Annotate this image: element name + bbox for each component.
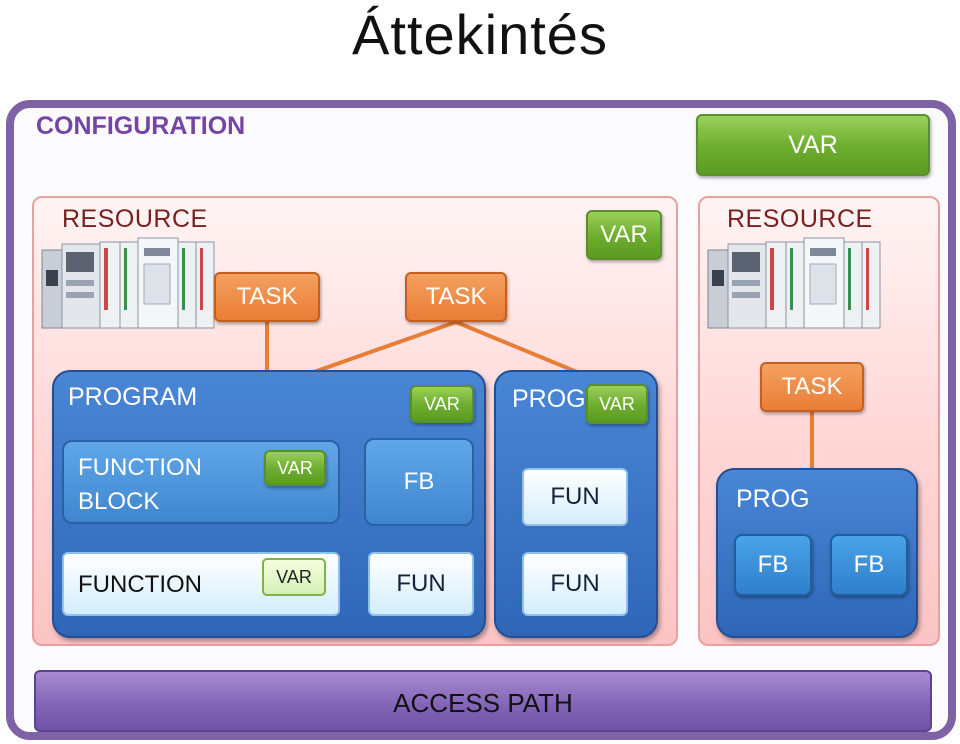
resource-right-label: RESOURCE	[727, 205, 873, 233]
prog-fun-box-1[interactable]: FUN	[522, 468, 628, 526]
fb-block[interactable]: FB	[364, 438, 474, 526]
prog-var-button[interactable]: VAR	[586, 384, 648, 424]
plc-hardware-icon-right	[707, 237, 881, 329]
function-block-label-line2: BLOCK	[78, 488, 160, 515]
prog-right-fb-tile-2[interactable]: FB	[830, 534, 908, 596]
task-button-2[interactable]: TASK	[405, 272, 507, 322]
function-block-var-button[interactable]: VAR	[264, 450, 326, 486]
program-fun-box[interactable]: FUN	[368, 552, 474, 616]
task2-program-connector	[313, 320, 457, 374]
configuration-var-button[interactable]: VAR	[696, 114, 930, 176]
plc-hardware-icon	[41, 237, 215, 329]
function-var-button[interactable]: VAR	[262, 558, 326, 596]
function-box[interactable]: FUNCTION	[62, 552, 340, 616]
program-var-button[interactable]: VAR	[410, 385, 474, 423]
configuration-label: CONFIGURATION	[36, 112, 246, 140]
task-button-right[interactable]: TASK	[760, 362, 864, 412]
prog-label-right: PROG	[736, 485, 810, 513]
resource-left-label: RESOURCE	[62, 205, 208, 233]
prog-label-left: PROG	[512, 385, 586, 413]
resource-var-button[interactable]: VAR	[586, 210, 662, 260]
task2-prog-connector	[455, 320, 578, 374]
prog-right-fb-tile-1[interactable]: FB	[734, 534, 812, 596]
prog-fun-box-2[interactable]: FUN	[522, 552, 628, 616]
task-button-1[interactable]: TASK	[214, 272, 320, 322]
page-title: Áttekintés	[352, 3, 608, 66]
function-block-label-line1: FUNCTION	[78, 454, 202, 481]
access-path-bar[interactable]: ACCESS PATH	[34, 670, 932, 732]
program-label: PROGRAM	[68, 383, 198, 411]
function-label: FUNCTION	[78, 571, 202, 598]
